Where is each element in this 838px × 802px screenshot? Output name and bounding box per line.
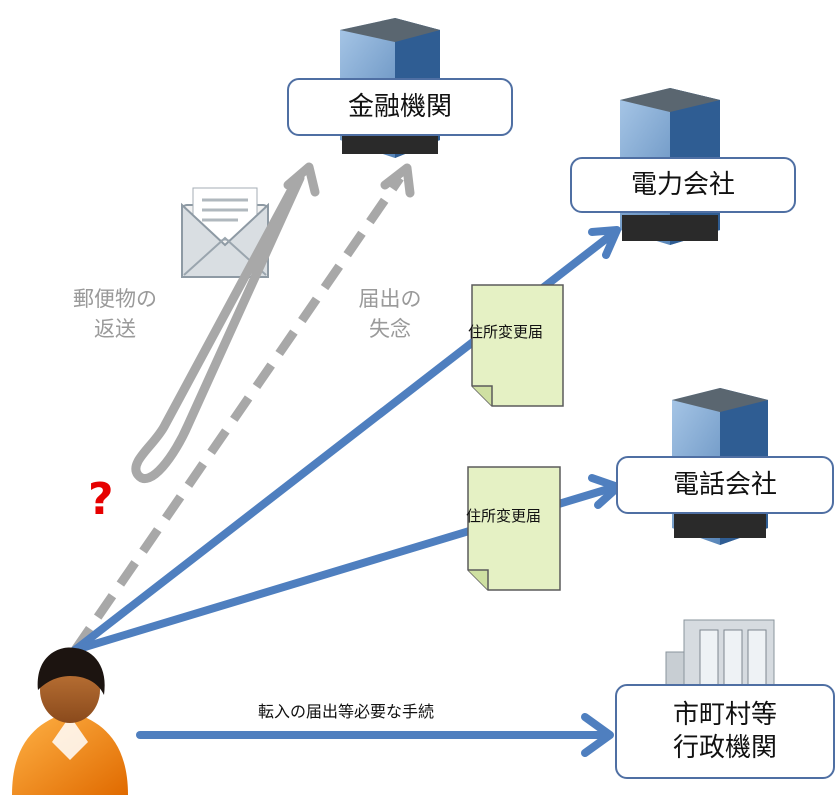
municipal-label-line1: 市町村等	[672, 700, 777, 730]
forgot-notice-line1: 届出の	[358, 287, 422, 311]
address-change-doc-2	[467, 466, 561, 591]
forgot-notice-note: 届出の 失念	[335, 284, 445, 345]
returned-mail-arrow	[131, 173, 305, 483]
power-company-box: 電力会社	[570, 157, 796, 213]
municipal-label-line2: 行政機関	[672, 732, 777, 763]
doc2-label: 住所変更届	[466, 507, 542, 525]
forgot-notice-line2: 失念	[369, 317, 411, 342]
question-mark: ?	[88, 474, 114, 525]
returned-mail-line1: 郵便物の	[73, 287, 157, 311]
procedure-label: 転入の届出等必要な手続	[258, 702, 435, 721]
phone-company-label: 電話会社	[672, 469, 777, 500]
power-company-label: 電力会社	[630, 169, 735, 200]
returned-mail-line2: 返送	[94, 317, 136, 342]
envelope-icon	[181, 187, 269, 278]
doc1-label: 住所変更届	[468, 323, 544, 341]
municipal-box: 市町村等 行政機関	[615, 684, 835, 779]
forgot-notice-arrow	[71, 175, 404, 653]
address-change-doc-1	[471, 284, 564, 407]
person-icon	[12, 647, 128, 795]
municipal-building-icon	[665, 619, 775, 696]
phone-company-box: 電話会社	[616, 456, 834, 514]
finance-box: 金融機関	[287, 78, 513, 136]
forgot-notice-arrowhead	[380, 163, 415, 198]
returned-mail-arrowhead	[283, 162, 320, 197]
returned-mail-note: 郵便物の 返送	[50, 284, 180, 345]
finance-label: 金融機関	[347, 91, 452, 122]
